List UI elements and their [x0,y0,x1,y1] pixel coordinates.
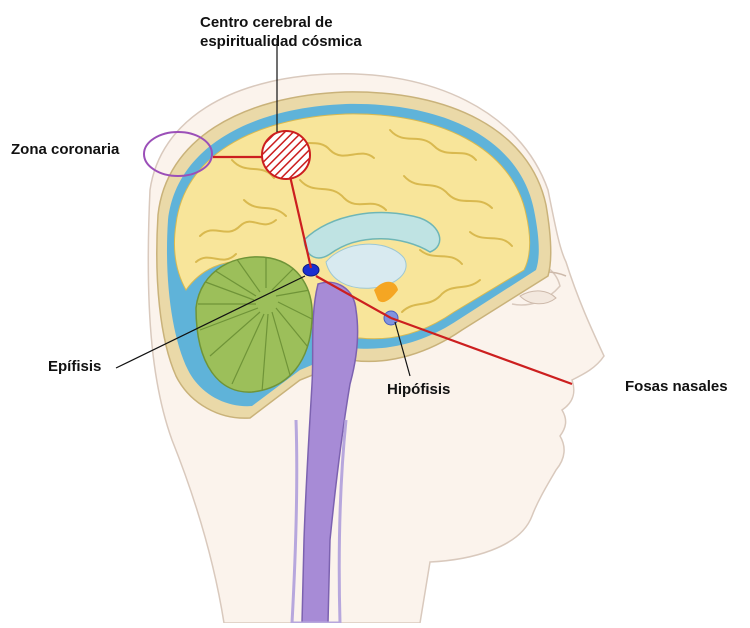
label-cosmic-center-line2: espiritualidad cósmica [200,32,362,51]
label-nasal-cavity: Fosas nasales [625,377,728,396]
cosmic-center-marker [262,131,310,179]
label-cosmic-center: Centro cerebral de espiritualidad cósmic… [200,13,362,51]
label-pituitary: Hipófisis [387,380,450,399]
label-cosmic-center-line1: Centro cerebral de [200,13,362,32]
label-coronary-zone: Zona coronaria [11,140,119,159]
label-pineal: Epífisis [48,357,101,376]
